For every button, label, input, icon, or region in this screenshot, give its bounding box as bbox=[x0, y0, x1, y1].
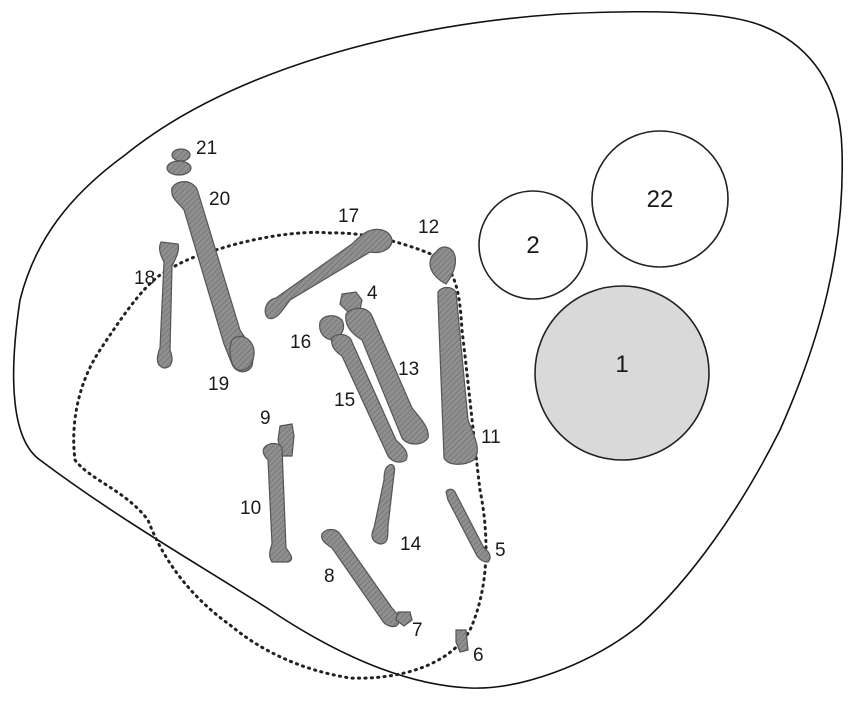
bone-label-14: 14 bbox=[400, 534, 422, 555]
circle-1 bbox=[534, 285, 710, 461]
bone-label-16: 16 bbox=[290, 332, 311, 353]
bone-17 bbox=[264, 228, 393, 320]
bone-11 bbox=[437, 286, 478, 465]
bone-10 bbox=[262, 442, 293, 563]
bone-13 bbox=[345, 307, 429, 445]
bone-label-8: 8 bbox=[324, 566, 335, 587]
bone-label-6: 6 bbox=[473, 645, 484, 666]
circle-label-2: 2 bbox=[526, 232, 539, 259]
bone-5 bbox=[445, 488, 491, 563]
bone-label-13: 13 bbox=[398, 359, 419, 380]
bone-16 bbox=[319, 315, 345, 341]
bone-8 bbox=[321, 528, 400, 628]
bone-12 bbox=[429, 246, 457, 285]
bone-label-18: 18 bbox=[134, 268, 155, 289]
bone-label-5: 5 bbox=[495, 540, 506, 561]
circle-label-22: 22 bbox=[647, 186, 674, 213]
bone-label-20: 20 bbox=[209, 189, 230, 210]
bone-label-19: 19 bbox=[208, 374, 229, 395]
bone-label-9: 9 bbox=[260, 408, 271, 429]
bone-20 bbox=[171, 181, 254, 373]
pit-outline bbox=[12, 10, 844, 689]
circle-22 bbox=[591, 130, 729, 268]
bone-label-4: 4 bbox=[367, 283, 378, 304]
bone-label-11: 11 bbox=[481, 427, 501, 448]
bone-label-7: 7 bbox=[412, 620, 423, 641]
bone-label-17: 17 bbox=[338, 206, 359, 227]
circle-label-1: 1 bbox=[615, 351, 628, 378]
bone-7 bbox=[395, 611, 413, 627]
bone-label-15: 15 bbox=[334, 390, 355, 411]
bone-21 bbox=[166, 148, 192, 176]
bone-19 bbox=[229, 335, 255, 371]
circle-2 bbox=[478, 190, 588, 300]
bone-label-21: 21 bbox=[196, 138, 217, 159]
bone-6 bbox=[455, 629, 469, 653]
bone-label-10: 10 bbox=[240, 498, 261, 519]
bone-label-12: 12 bbox=[418, 217, 439, 238]
bone-14 bbox=[371, 463, 396, 545]
bone-18 bbox=[156, 241, 180, 369]
bone-15 bbox=[331, 333, 408, 463]
